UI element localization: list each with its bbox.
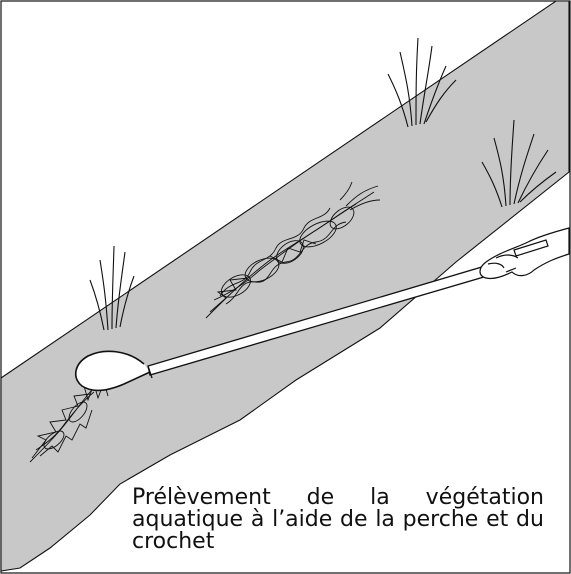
caption-word: perche: [403, 509, 479, 531]
caption-line-1: Prélèvement de la végétation: [132, 487, 544, 509]
caption-line-2: aquatique à l’aide de la perche et du: [132, 509, 544, 531]
caption-word: l’aide: [272, 509, 332, 531]
caption-line-3: crochet: [132, 531, 544, 553]
caption-word: la: [370, 487, 390, 509]
caption-word: de: [340, 509, 368, 531]
caption-word: végétation: [426, 487, 544, 509]
caption-word: aquatique: [132, 509, 243, 531]
caption-word: Prélèvement: [132, 487, 271, 509]
caption-word: et: [486, 509, 508, 531]
caption-word: la: [375, 509, 395, 531]
caption-word: de: [307, 487, 335, 509]
caption-word: à: [251, 509, 264, 531]
caption-word: du: [516, 509, 544, 531]
figure-caption: Prélèvement de la végétation aquatique à…: [132, 487, 544, 553]
